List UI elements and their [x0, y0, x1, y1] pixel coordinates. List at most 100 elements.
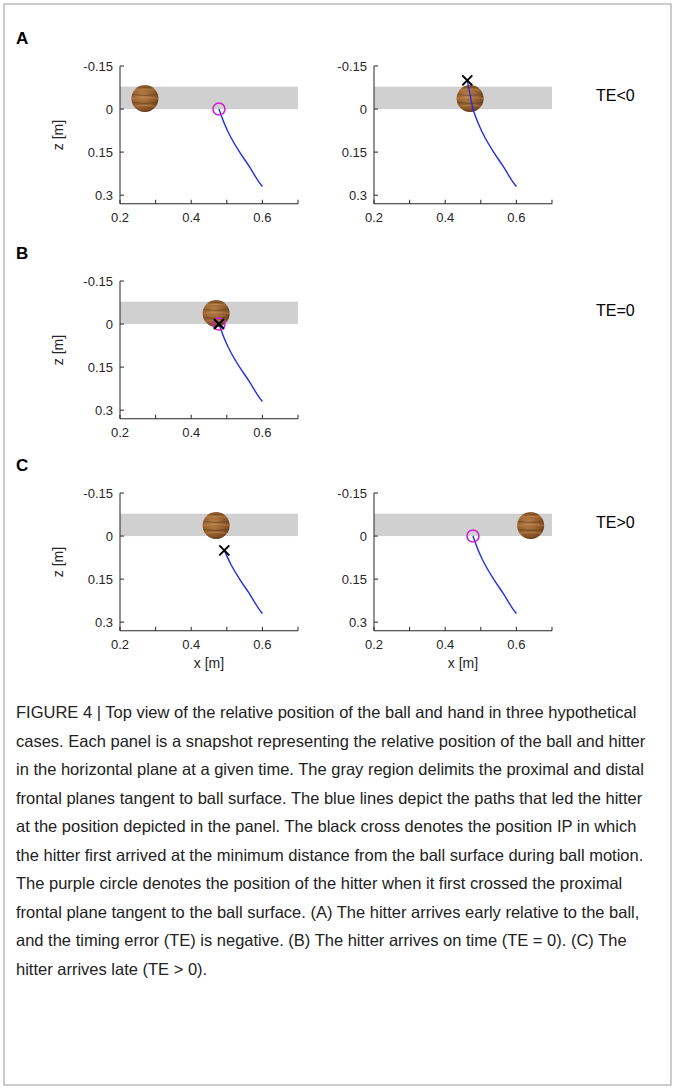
tick-label: 0.6	[253, 638, 271, 651]
tick-label: 0.4	[436, 638, 454, 651]
tick	[120, 367, 124, 368]
tick-label: 0.15	[88, 361, 113, 374]
tick	[120, 195, 124, 196]
ball	[517, 512, 544, 539]
hitter-path	[219, 324, 262, 401]
tick	[226, 200, 227, 204]
ball	[203, 512, 230, 539]
tick	[374, 627, 375, 631]
tick-label: -0.15	[83, 487, 113, 500]
tick-label: 0.3	[349, 189, 367, 202]
axis-label: x [m]	[194, 656, 224, 670]
axis-label: x [m]	[448, 656, 478, 670]
axis-label: z [m]	[51, 335, 65, 365]
tick-label: 0.6	[253, 211, 271, 224]
crossing-marker	[213, 318, 225, 330]
figure-frame	[4, 4, 671, 1085]
tick-label: 0	[106, 318, 113, 331]
crossing-marker	[213, 103, 225, 115]
tick	[480, 627, 481, 631]
tick	[374, 152, 378, 153]
tick-label: 0	[106, 530, 113, 543]
tick-label: 0	[360, 103, 367, 116]
panel-letter: C	[16, 457, 28, 474]
tick	[374, 536, 378, 537]
ball	[131, 85, 158, 112]
tick	[516, 627, 517, 631]
hitter-path	[473, 536, 516, 613]
tick-label: 0.6	[507, 638, 525, 651]
tick	[298, 415, 299, 419]
tick-label: 0	[360, 530, 367, 543]
x-axis	[120, 203, 298, 204]
tick	[374, 579, 378, 580]
frontal-band	[120, 302, 298, 324]
tick-label: 0.3	[95, 616, 113, 629]
crossing-marker	[467, 530, 479, 542]
tick-label: 0.2	[111, 638, 129, 651]
tick	[445, 200, 446, 204]
z-axis	[120, 281, 121, 419]
tick	[155, 200, 156, 204]
tick-label: 0.15	[88, 146, 113, 159]
tick	[120, 415, 121, 419]
tick	[226, 415, 227, 419]
x-axis	[120, 630, 298, 631]
plot	[120, 281, 298, 419]
tick	[374, 622, 378, 623]
tick	[226, 627, 227, 631]
tick-label: 0.3	[95, 404, 113, 417]
tick	[120, 281, 124, 282]
condition-label: TE>0	[596, 515, 635, 531]
x-axis	[120, 418, 298, 419]
tick-label: 0.2	[365, 638, 383, 651]
tick	[409, 200, 410, 204]
tick-label: -0.15	[83, 275, 113, 288]
axis-label: z [m]	[51, 120, 65, 150]
tick-label: -0.15	[337, 60, 367, 73]
frontal-band	[120, 514, 298, 536]
tick-label: 0.15	[342, 573, 367, 586]
tick	[155, 627, 156, 631]
frontal-band	[374, 87, 552, 109]
plot	[120, 493, 298, 631]
tick-label: 0	[106, 103, 113, 116]
tick-label: 0.6	[253, 426, 271, 439]
tick	[120, 109, 124, 110]
tick	[120, 152, 124, 153]
tick	[120, 410, 124, 411]
z-axis	[374, 493, 375, 631]
tick-label: 0.15	[88, 573, 113, 586]
hitter-path	[224, 550, 262, 613]
z-axis	[374, 66, 375, 204]
tick	[191, 627, 192, 631]
tick	[191, 415, 192, 419]
tick	[191, 200, 192, 204]
tick	[374, 66, 378, 67]
tick	[374, 200, 375, 204]
tick	[552, 627, 553, 631]
figure-caption: FIGURE 4 | Top view of the relative posi…	[16, 698, 656, 983]
tick	[374, 195, 378, 196]
ip-cross	[462, 75, 472, 85]
tick	[445, 627, 446, 631]
tick	[120, 579, 124, 580]
tick	[120, 66, 124, 67]
z-axis	[120, 66, 121, 204]
tick	[120, 536, 124, 537]
axis-label: z [m]	[51, 547, 65, 577]
tick	[516, 200, 517, 204]
tick	[480, 200, 481, 204]
frontal-band	[374, 514, 552, 536]
tick	[552, 200, 553, 204]
tick-label: 0.3	[349, 616, 367, 629]
panel-letter: B	[16, 245, 28, 262]
plot	[374, 493, 552, 631]
tick-label: 0.3	[95, 189, 113, 202]
tick-label: 0.2	[365, 211, 383, 224]
hitter-path	[219, 109, 262, 186]
tick	[120, 627, 121, 631]
hitter-path	[467, 80, 516, 186]
condition-label: TE<0	[596, 88, 635, 104]
